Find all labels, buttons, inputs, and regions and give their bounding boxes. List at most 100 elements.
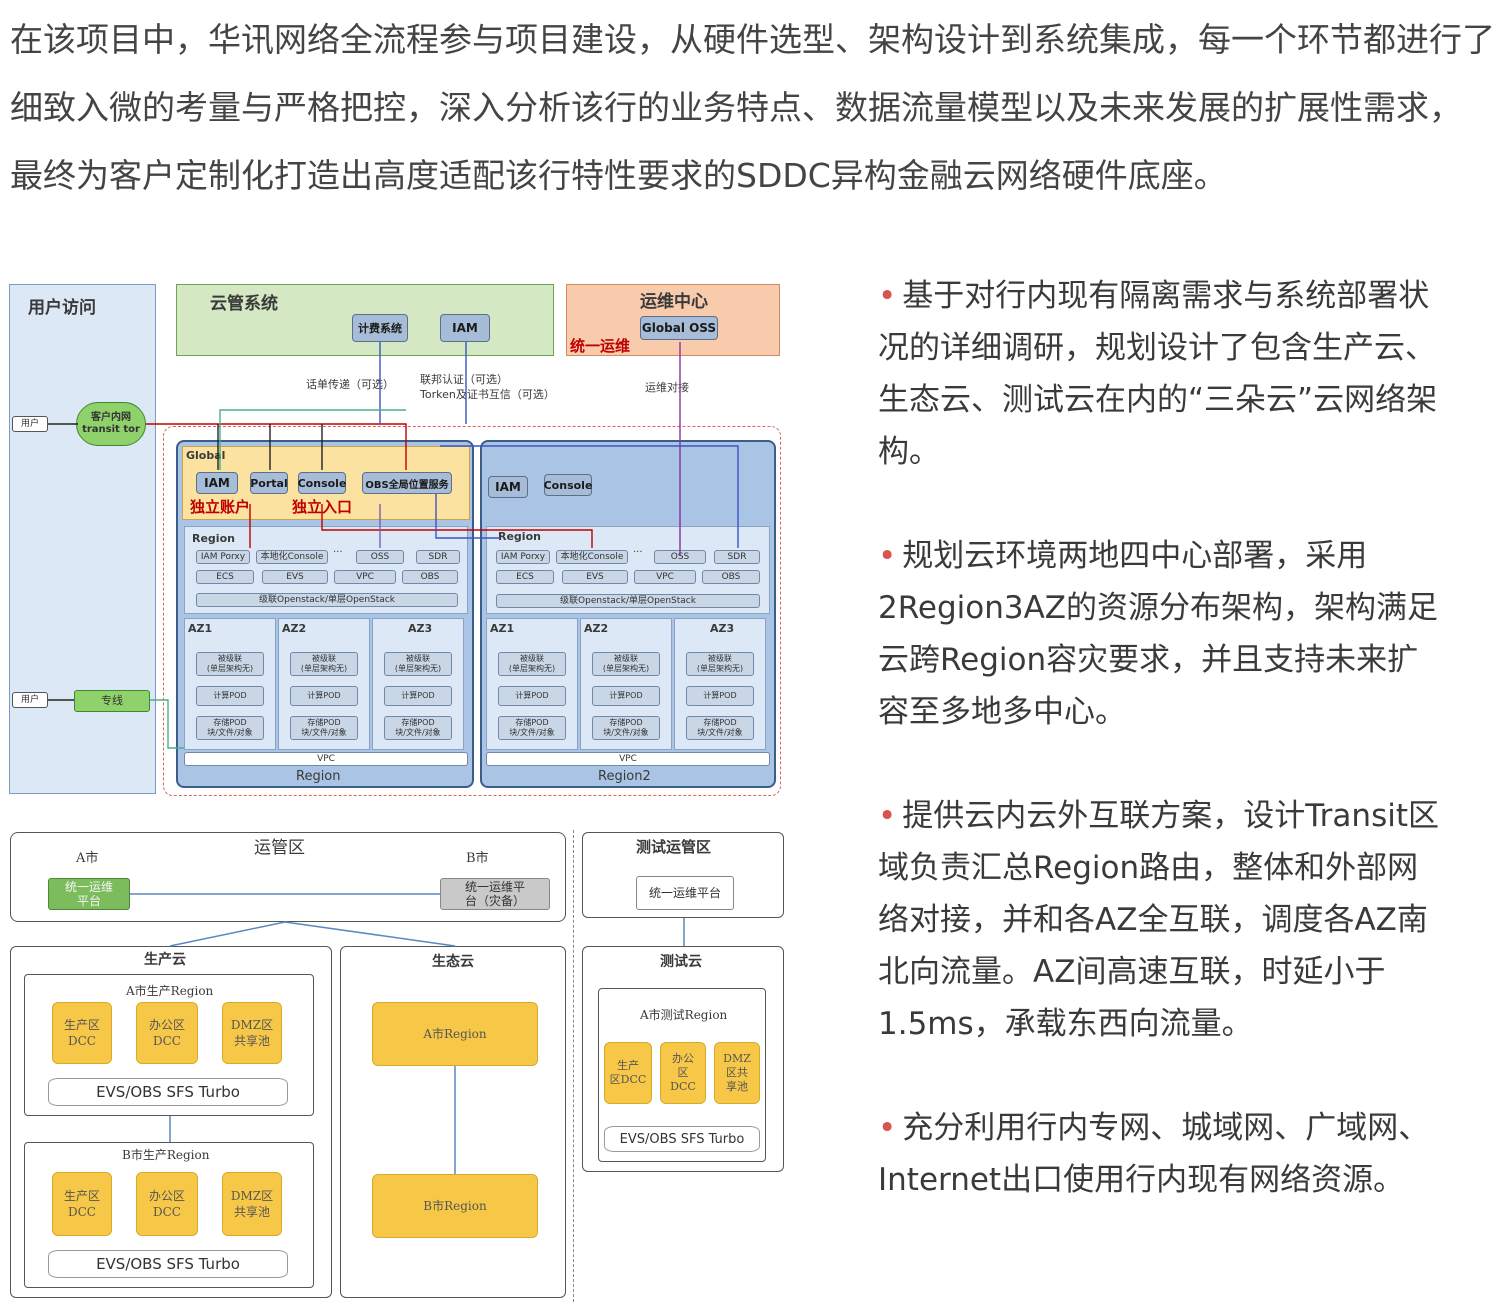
a-prod-zone-box: 生产区 DCC: [52, 1002, 112, 1064]
diagram2-connectors: [130, 893, 685, 1174]
b-prod-zone-box: 生产区 DCC: [52, 1172, 112, 1236]
cloud-architecture-diagram: 用户访问 云管系统 计费系统 IAM 运维中心 Global OSS 统一运维 …: [0, 270, 800, 810]
regions-dashed-border: [163, 426, 781, 796]
a-prod-region-title: A市生产Region: [126, 984, 214, 998]
r1-az3-title: AZ3: [408, 622, 433, 635]
bullet-list: •基于对行内现有隔离需求与系统部署状况的详细调研，规划设计了包含生产云、生态云、…: [878, 270, 1448, 1258]
cloud-mgmt-panel: [176, 284, 554, 356]
ops-center-title: 运维中心: [640, 292, 708, 312]
intro-line-1: 在该项目中，华讯网络全流程参与项目建设，从硬件选型、架构设计到系统集成，每一个环…: [10, 20, 1495, 59]
bullet-1: •基于对行内现有隔离需求与系统部署状况的详细调研，规划设计了包含生产云、生态云、…: [878, 278, 1438, 470]
r1-obs: OBS: [402, 570, 458, 584]
bullet-dot-icon: •: [878, 278, 897, 314]
region2-label: Region: [498, 530, 541, 543]
global-console-box: Console: [298, 472, 346, 494]
r2-ecs: ECS: [496, 570, 554, 584]
r2-az2-compute-pod: 计算POD: [592, 686, 660, 706]
note-federation: 联邦认证（可选）: [420, 373, 508, 386]
ops-platform-b: 统一运维平 台（灾备）: [440, 878, 550, 910]
r2-iam-box: IAM: [488, 476, 528, 498]
r2-vpc-bar: VPC: [486, 752, 770, 766]
r1-openstack: 级联Openstack/单层OpenStack: [196, 593, 458, 607]
r1-az2-compute-pod: 计算POD: [290, 686, 358, 706]
bullet-2: •规划云环境两地四中心部署，采用2Region3AZ的资源分布架构，架构满足云跨…: [878, 538, 1439, 730]
r1-az1-storage-pod: 存储POD 块/文件/对象: [196, 716, 264, 740]
r1-oss: OSS: [356, 550, 404, 564]
r2-vpc: VPC: [634, 570, 696, 584]
ops-zone-title: 运管区: [254, 838, 305, 858]
global-iam-box: IAM: [196, 472, 238, 494]
transit-cloud: 客户内网 transit tor: [76, 402, 146, 446]
a-prod-region-panel: [24, 974, 314, 1116]
r1-az3-storage-pod: 存储POD 块/文件/对象: [384, 716, 452, 740]
ops-zone-panel: [10, 832, 566, 922]
region1-name: Region: [296, 769, 341, 784]
ops-platform-a: 统一运维 平台: [48, 878, 130, 910]
r2-console-box: Console: [544, 474, 592, 496]
r2-az3-storage-pod: 存储POD 块/文件/对象: [686, 716, 754, 740]
r1-az2-title: AZ2: [282, 622, 307, 635]
diagram1-connectors: [48, 342, 739, 749]
global-portal-box: Portal: [250, 472, 288, 494]
test-ops-zone-panel: [582, 832, 784, 918]
r1-sdr: SDR: [416, 550, 460, 564]
b-prod-region-title: B市生产Region: [122, 1148, 210, 1162]
r2-az3-cascaded: 被级联 (单层架构无): [686, 652, 754, 676]
r1-az2-storage-pod: 存储POD 块/文件/对象: [290, 716, 358, 740]
user-box-2: 用户: [12, 692, 48, 708]
bullet-dot-icon: •: [878, 798, 897, 834]
prod-cloud-title: 生产云: [144, 952, 186, 968]
global-oss-box: Global OSS: [640, 316, 718, 340]
dedicated-line-box: 专线: [74, 690, 150, 712]
unified-ops-label: 统一运维: [570, 337, 631, 355]
intro-paragraph: 在该项目中，华讯网络全流程参与项目建设，从硬件选型、架构设计到系统集成，每一个环…: [10, 6, 1495, 210]
eco-cloud-panel: [340, 946, 566, 1298]
intro-line-3: 最终为客户定制化打造出高度适配该行特性要求的SDDC异构金融云网络硬件底座。: [10, 156, 1227, 195]
r2-evs: EVS: [562, 570, 628, 584]
b-city-region-box: B市Region: [372, 1174, 538, 1238]
test-office-zone-box: 办公 区 DCC: [660, 1042, 706, 1104]
r1-az1-title: AZ1: [188, 622, 213, 635]
r2-az1-compute-pod: 计算POD: [498, 686, 566, 706]
r1-ecs: ECS: [196, 570, 254, 584]
user-access-title: 用户访问: [28, 298, 96, 318]
bullet-4: •充分利用行内专网、城域网、广域网、Internet出口使用行内现有网络资源。: [878, 1110, 1430, 1198]
test-dmz-zone-box: DMZ 区共 享池: [714, 1042, 760, 1104]
r2-az1-title: AZ1: [490, 622, 515, 635]
r1-vpc-bar: VPC: [184, 752, 468, 766]
eco-cloud-title: 生态云: [432, 954, 474, 970]
a-office-zone-box: 办公区 DCC: [136, 1002, 198, 1064]
region2-name: Region2: [598, 769, 651, 784]
test-cloud-title: 测试云: [660, 954, 702, 970]
r2-az3-compute-pod: 计算POD: [686, 686, 754, 706]
global-title: Global: [186, 449, 226, 462]
r1-local-console: 本地化Console: [256, 550, 328, 564]
r2-openstack: 级联Openstack/单层OpenStack: [496, 594, 760, 608]
b-dmz-zone-box: DMZ区 共享池: [222, 1172, 282, 1236]
independent-account-label: 独立账户: [190, 498, 251, 516]
note-billing: 话单传递（可选）: [306, 378, 394, 391]
b-prod-region-panel: [24, 1142, 314, 1288]
r1-az1-cascaded: 被级联 (单层架构无): [196, 652, 264, 676]
test-region-title: A市测试Region: [640, 1008, 728, 1022]
r2-local-console: 本地化Console: [556, 550, 628, 564]
r1-az3-cascaded: 被级联 (单层架构无): [384, 652, 452, 676]
a-dmz-zone-box: DMZ区 共享池: [222, 1002, 282, 1064]
r2-az2-storage-pod: 存储POD 块/文件/对象: [592, 716, 660, 740]
test-ops-platform: 统一运维平台: [636, 876, 734, 910]
cloud-mgmt-title: 云管系统: [210, 294, 278, 314]
r1-vpc: VPC: [334, 570, 396, 584]
city-b-label: B市: [466, 851, 489, 866]
r2-iam-proxy: IAM Porxy: [496, 550, 550, 564]
r2-obs: OBS: [702, 570, 760, 584]
region1-label: Region: [192, 532, 235, 545]
zone-separator: [573, 830, 574, 1302]
r1-az2-cascaded: 被级联 (单层架构无): [290, 652, 358, 676]
note-token: Torken及证书互信（可选）: [420, 388, 555, 401]
r1-az3-compute-pod: 计算POD: [384, 686, 452, 706]
b-office-zone-box: 办公区 DCC: [136, 1172, 198, 1236]
test-ops-zone-title: 测试运管区: [636, 838, 712, 856]
r1-evs: EVS: [262, 570, 328, 584]
r2-az1-cascaded: 被级联 (单层架构无): [498, 652, 566, 676]
user-box-1: 用户: [12, 416, 48, 432]
